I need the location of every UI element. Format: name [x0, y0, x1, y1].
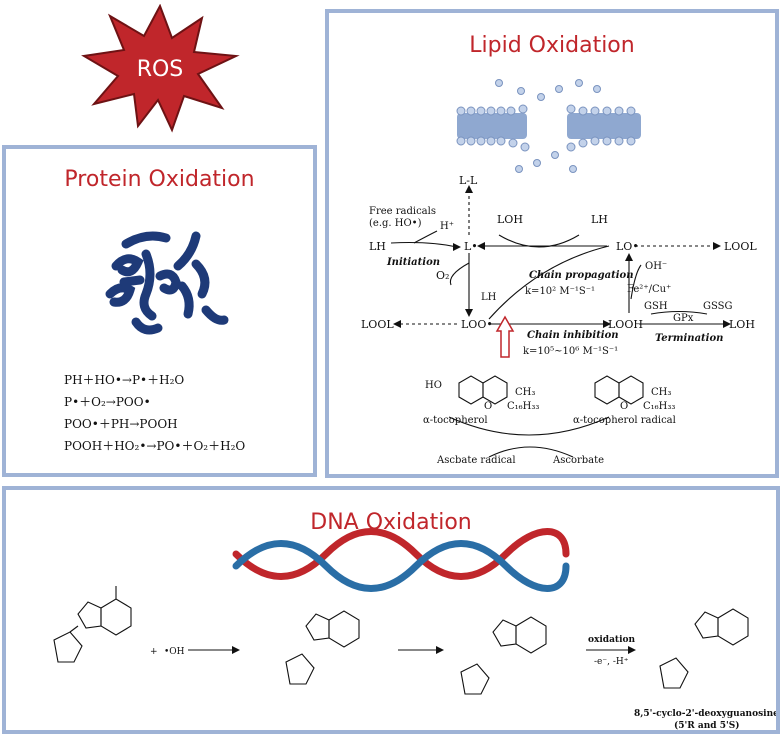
label-free-radicals-example: (e.g. HO•)	[369, 218, 422, 229]
protein-title: Protein Oxidation	[64, 167, 255, 192]
label-free-radicals: Free radicals	[369, 206, 436, 217]
membrane-illustration	[456, 79, 641, 173]
label-lh-left: LH	[369, 240, 386, 253]
protein-strand	[121, 231, 171, 249]
dna-diagram: + •OH oxidation -e⁻, -H⁺ 8,5'-cyclo-2'-d…	[53, 528, 776, 730]
label-chain-propagation: Chain propagation	[529, 270, 634, 281]
label-oh-minus: OH⁻	[645, 261, 667, 272]
ros-label: ROS	[137, 57, 184, 82]
label-tocopherol: α-tocopherol	[423, 415, 488, 426]
reaction-arrow-heads	[232, 646, 636, 654]
label-lh-top-right: LH	[591, 213, 608, 226]
label-o-a: O	[484, 401, 492, 412]
label-ascbate-radical: Ascbate radical	[436, 455, 516, 466]
protein-strand	[173, 231, 201, 271]
protein-strand	[105, 283, 136, 307]
label-ll: L-L	[459, 174, 478, 187]
lipid-oxidation-panel: Lipid Oxidation L-L Free radicals (e.g. …	[325, 9, 779, 478]
dna-helix-illustration	[232, 528, 570, 592]
label-conditions: -e⁻, -H⁺	[594, 657, 629, 667]
label-l-radical: L•	[464, 240, 478, 253]
label-lo-radical: LO•	[616, 240, 639, 253]
protein-strand	[119, 275, 145, 287]
protein-strand	[111, 254, 144, 277]
label-tocopherol-radical: α-tocopherol radical	[573, 415, 676, 426]
lipid-diagram: L-L Free radicals (e.g. HO•) H⁺ LH Initi…	[361, 79, 757, 466]
label-k-inhibition: k=10⁵~10⁶ M⁻¹S⁻¹	[523, 346, 618, 357]
protein-strand	[139, 249, 157, 321]
helix-strand-red	[232, 528, 570, 580]
label-ascorbate: Ascorbate	[552, 455, 604, 466]
label-gssg: GSSG	[703, 301, 733, 312]
label-loo-radical: LOO•	[461, 318, 493, 331]
label-ho: HO	[425, 380, 442, 391]
protein-equation: POO•＋PH→POOH	[64, 417, 178, 431]
label-plus: +	[150, 647, 158, 657]
ros-star: ROS	[81, 4, 240, 133]
label-gpx: GPx	[673, 313, 694, 324]
label-oh-radical: •OH	[164, 647, 185, 657]
label-ch3-a: CH₃	[515, 387, 535, 398]
protein-strand	[177, 281, 194, 319]
protein-equation: POOH＋HO₂•→PO•＋O₂＋H₂O	[64, 439, 246, 453]
label-lool-left: LOOL	[361, 318, 394, 331]
label-o-b: O	[620, 401, 628, 412]
membrane-left	[457, 113, 527, 139]
protein-equation: PH＋HO•→P•＋H₂O	[64, 373, 185, 387]
dna-title: DNA Oxidation	[310, 510, 472, 535]
label-loh-right: LOH	[729, 318, 755, 331]
lipid-title: Lipid Oxidation	[469, 33, 635, 58]
label-o2: O₂	[436, 269, 449, 282]
protein-oxidation-panel: Protein Oxidation PH＋HO•→P•＋H₂O P•＋O₂→PO…	[2, 145, 317, 477]
label-chain-inhibition: Chain inhibition	[527, 330, 619, 341]
label-looh: LOOH	[608, 318, 643, 331]
protein-strand	[191, 259, 210, 299]
label-lool-right: LOOL	[724, 240, 757, 253]
label-gsh: GSH	[644, 301, 668, 312]
label-product-isomers: (5'R and 5'S)	[674, 720, 739, 730]
label-oxidation: oxidation	[588, 635, 635, 645]
label-lh-mid: LH	[481, 292, 497, 303]
label-termination: Termination	[655, 333, 723, 344]
protein-structure-illustration	[105, 231, 229, 335]
dna-oxidation-panel: DNA Oxidation	[2, 486, 780, 734]
label-initiation: Initiation	[386, 257, 440, 268]
reaction-arrows	[390, 191, 725, 458]
label-fe-cu: Fe²⁺/Cu⁺	[627, 284, 671, 295]
arrow-heads	[393, 185, 731, 328]
inhibition-arrow	[495, 315, 515, 358]
label-c16-a: C₁₆H₃₃	[507, 401, 539, 412]
protein-strand	[131, 317, 163, 335]
protein-strand	[201, 305, 229, 325]
tocopherol-structures	[458, 375, 644, 405]
guanosine-structures	[53, 586, 749, 695]
label-ch3-b: CH₃	[651, 387, 671, 398]
label-product: 8,5'-cyclo-2'-deoxyguanosine	[634, 709, 776, 719]
membrane-right	[567, 113, 641, 139]
label-k-propagation: k=10² M⁻¹S⁻¹	[525, 286, 595, 297]
label-c16-b: C₁₆H₃₃	[643, 401, 675, 412]
helix-strand-blue	[232, 540, 570, 592]
protein-equation: P•＋O₂→POO•	[64, 395, 151, 409]
label-loh-top: LOH	[497, 213, 523, 226]
ros-burst-shape	[81, 4, 240, 133]
protein-strand	[155, 269, 181, 295]
label-h-plus: H⁺	[440, 221, 454, 232]
